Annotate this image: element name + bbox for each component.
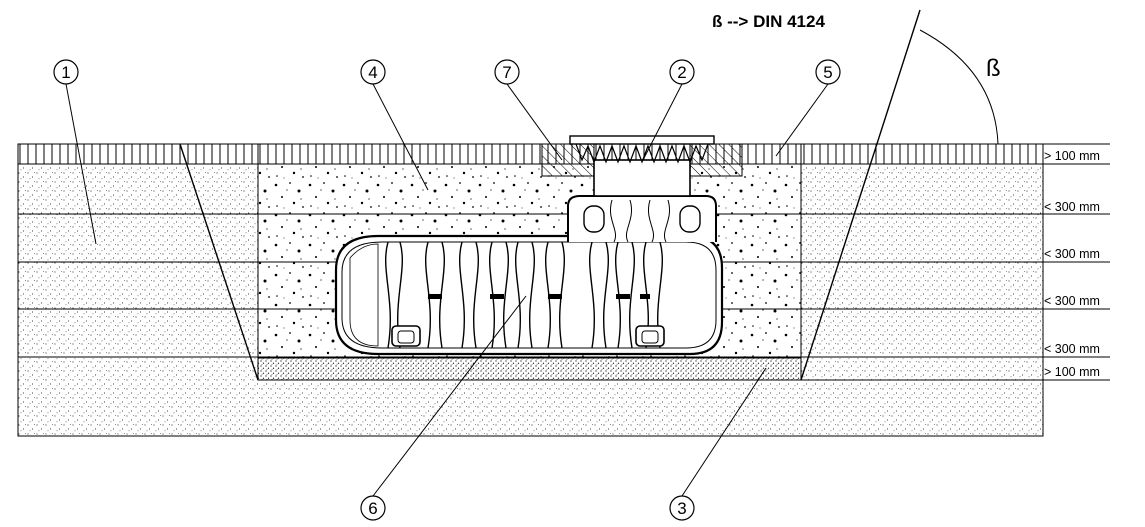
dimension-label-4: < 300 mm [1044, 294, 1100, 308]
excavation-wall-right [800, 9, 921, 381]
slope-angle-arc [919, 29, 999, 145]
dimension-label-3: < 300 mm [1044, 247, 1100, 261]
tank-dome [567, 195, 717, 243]
sand-bed-fill [257, 357, 802, 381]
tank [334, 234, 724, 356]
dimension-label-1: > 100 mm [1044, 149, 1100, 163]
callout-7-label: 7 [502, 63, 511, 82]
riser-shaft [593, 159, 691, 197]
callout-4-label: 4 [368, 63, 377, 82]
standard-note: ß --> DIN 4124 [712, 12, 825, 31]
dimension-label-2: < 300 mm [1044, 200, 1100, 214]
surface-stripes [18, 144, 1043, 164]
callout-6-label: 6 [368, 499, 377, 518]
tank-cover [569, 135, 715, 164]
callout-2-label: 2 [677, 63, 686, 82]
concrete-collar-right [689, 143, 743, 177]
angle-symbol: ß [986, 55, 1001, 82]
callout-1: 1 [53, 59, 79, 85]
callout-leaders [65, 83, 829, 497]
callout-3-label: 3 [677, 499, 686, 518]
concrete-collar-left [541, 143, 595, 177]
callout-6: 6 [360, 495, 386, 521]
callout-1-label: 1 [61, 63, 70, 82]
dimension-label-6: > 100 mm [1044, 365, 1100, 379]
callout-5: 5 [815, 59, 841, 85]
callout-4: 4 [360, 59, 386, 85]
callout-7: 7 [494, 59, 520, 85]
callout-2: 2 [669, 59, 695, 85]
callout-5-label: 5 [823, 63, 832, 82]
callout-3: 3 [669, 495, 695, 521]
dimension-label-5: < 300 mm [1044, 342, 1100, 356]
